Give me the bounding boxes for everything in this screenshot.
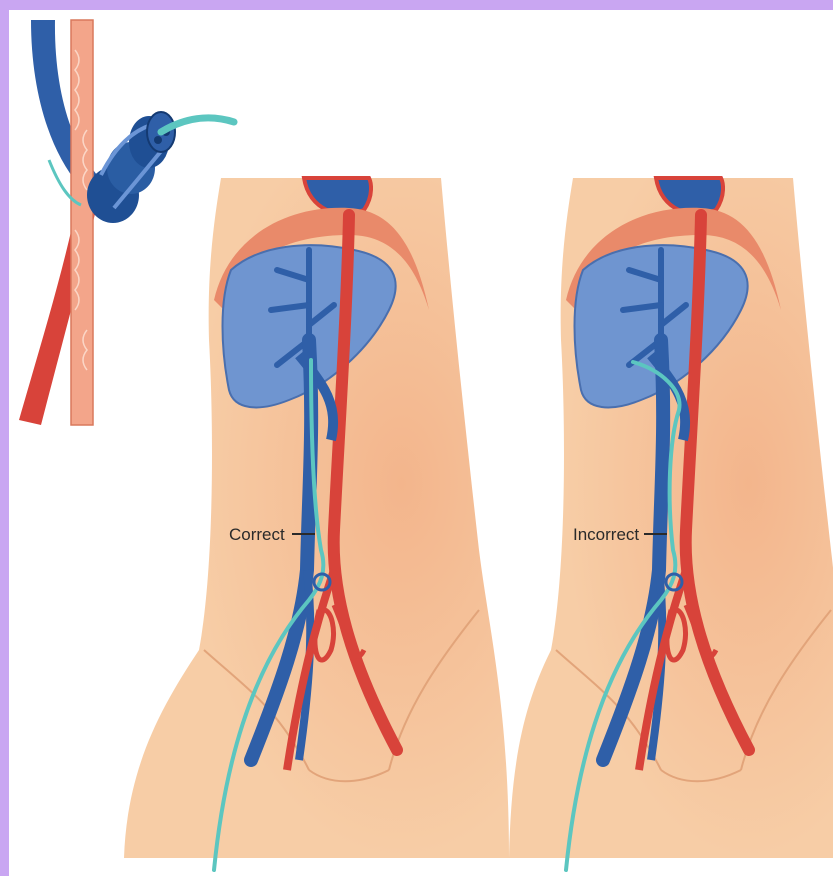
torso-incorrect: Incorrect [509,178,833,870]
label-correct: Correct [229,525,285,544]
umbilical-catheter-diagram: Correct Incorrect [9,10,833,886]
umbilical-cord-inset [19,20,234,425]
inset-cord [71,20,93,425]
torso-correct: Correct [124,178,509,870]
label-incorrect: Incorrect [573,525,639,544]
